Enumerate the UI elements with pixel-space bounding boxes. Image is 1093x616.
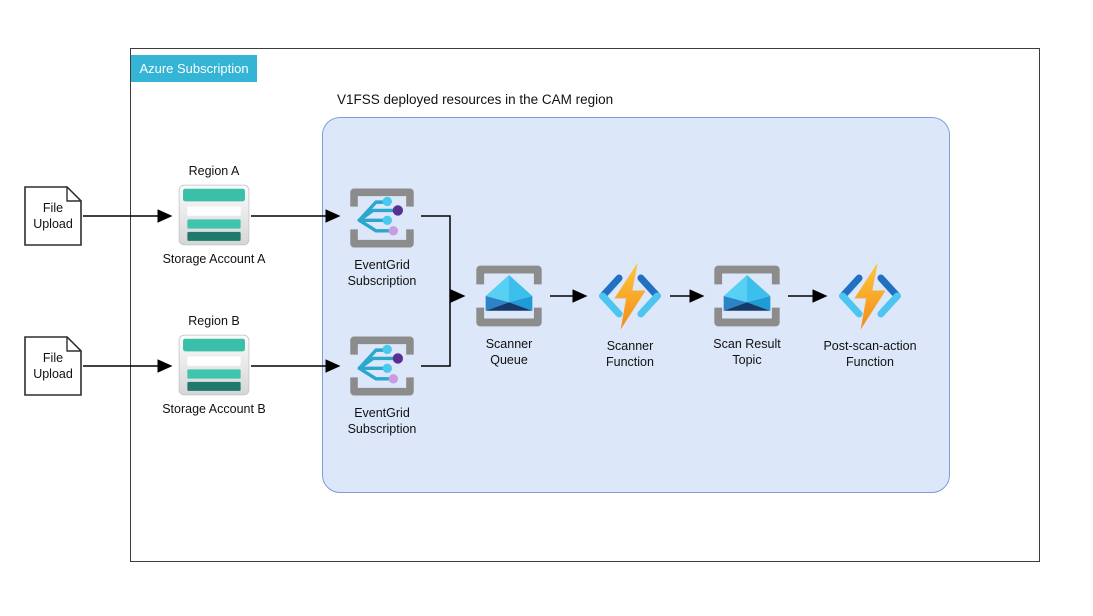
scanner-queue-label: Scanner Queue [485, 337, 533, 367]
storage-account-label: Storage Account A [162, 252, 266, 266]
eventgrid-subscription-icon [344, 184, 420, 252]
file-upload-label: File Upload [33, 200, 73, 231]
eventgrid-label: EventGrid Subscription [347, 258, 417, 288]
region-label: Region B [188, 314, 240, 328]
node-eventgrid-subscription-b: EventGrid Subscription [322, 332, 442, 437]
queue-envelope-icon [470, 261, 548, 331]
node-file-upload-a: File Upload [24, 186, 82, 246]
scanner-function-label: Scanner Function [606, 339, 654, 369]
file-upload-label: File Upload [33, 350, 73, 381]
node-file-upload-b: File Upload [24, 336, 82, 396]
node-eventgrid-subscription-a: EventGrid Subscription [322, 184, 442, 289]
storage-account-icon [178, 334, 250, 396]
cam-region-title: V1FSS deployed resources in the CAM regi… [337, 92, 614, 107]
storage-account-label: Storage Account B [162, 402, 266, 416]
region-label: Region A [188, 164, 240, 178]
function-bolt-icon [831, 259, 909, 333]
eventgrid-label: EventGrid Subscription [347, 406, 417, 436]
node-storage-account-a: Region A Storage Account A [154, 164, 274, 267]
storage-account-icon [178, 184, 250, 246]
topic-envelope-icon [708, 261, 786, 331]
function-bolt-icon [591, 259, 669, 333]
node-scanner-queue: Scanner Queue [449, 261, 569, 368]
node-scan-result-topic: Scan Result Topic [687, 261, 807, 368]
node-post-scan-action-function: Post-scan-action Function [810, 259, 930, 370]
post-scan-action-function-label: Post-scan-action Function [823, 339, 917, 369]
node-scanner-function: Scanner Function [570, 259, 690, 370]
scan-result-topic-label: Scan Result Topic [713, 337, 781, 367]
eventgrid-subscription-icon [344, 332, 420, 400]
node-storage-account-b: Region B Storage Account B [154, 314, 274, 417]
azure-subscription-badge: Azure Subscription [131, 55, 257, 82]
